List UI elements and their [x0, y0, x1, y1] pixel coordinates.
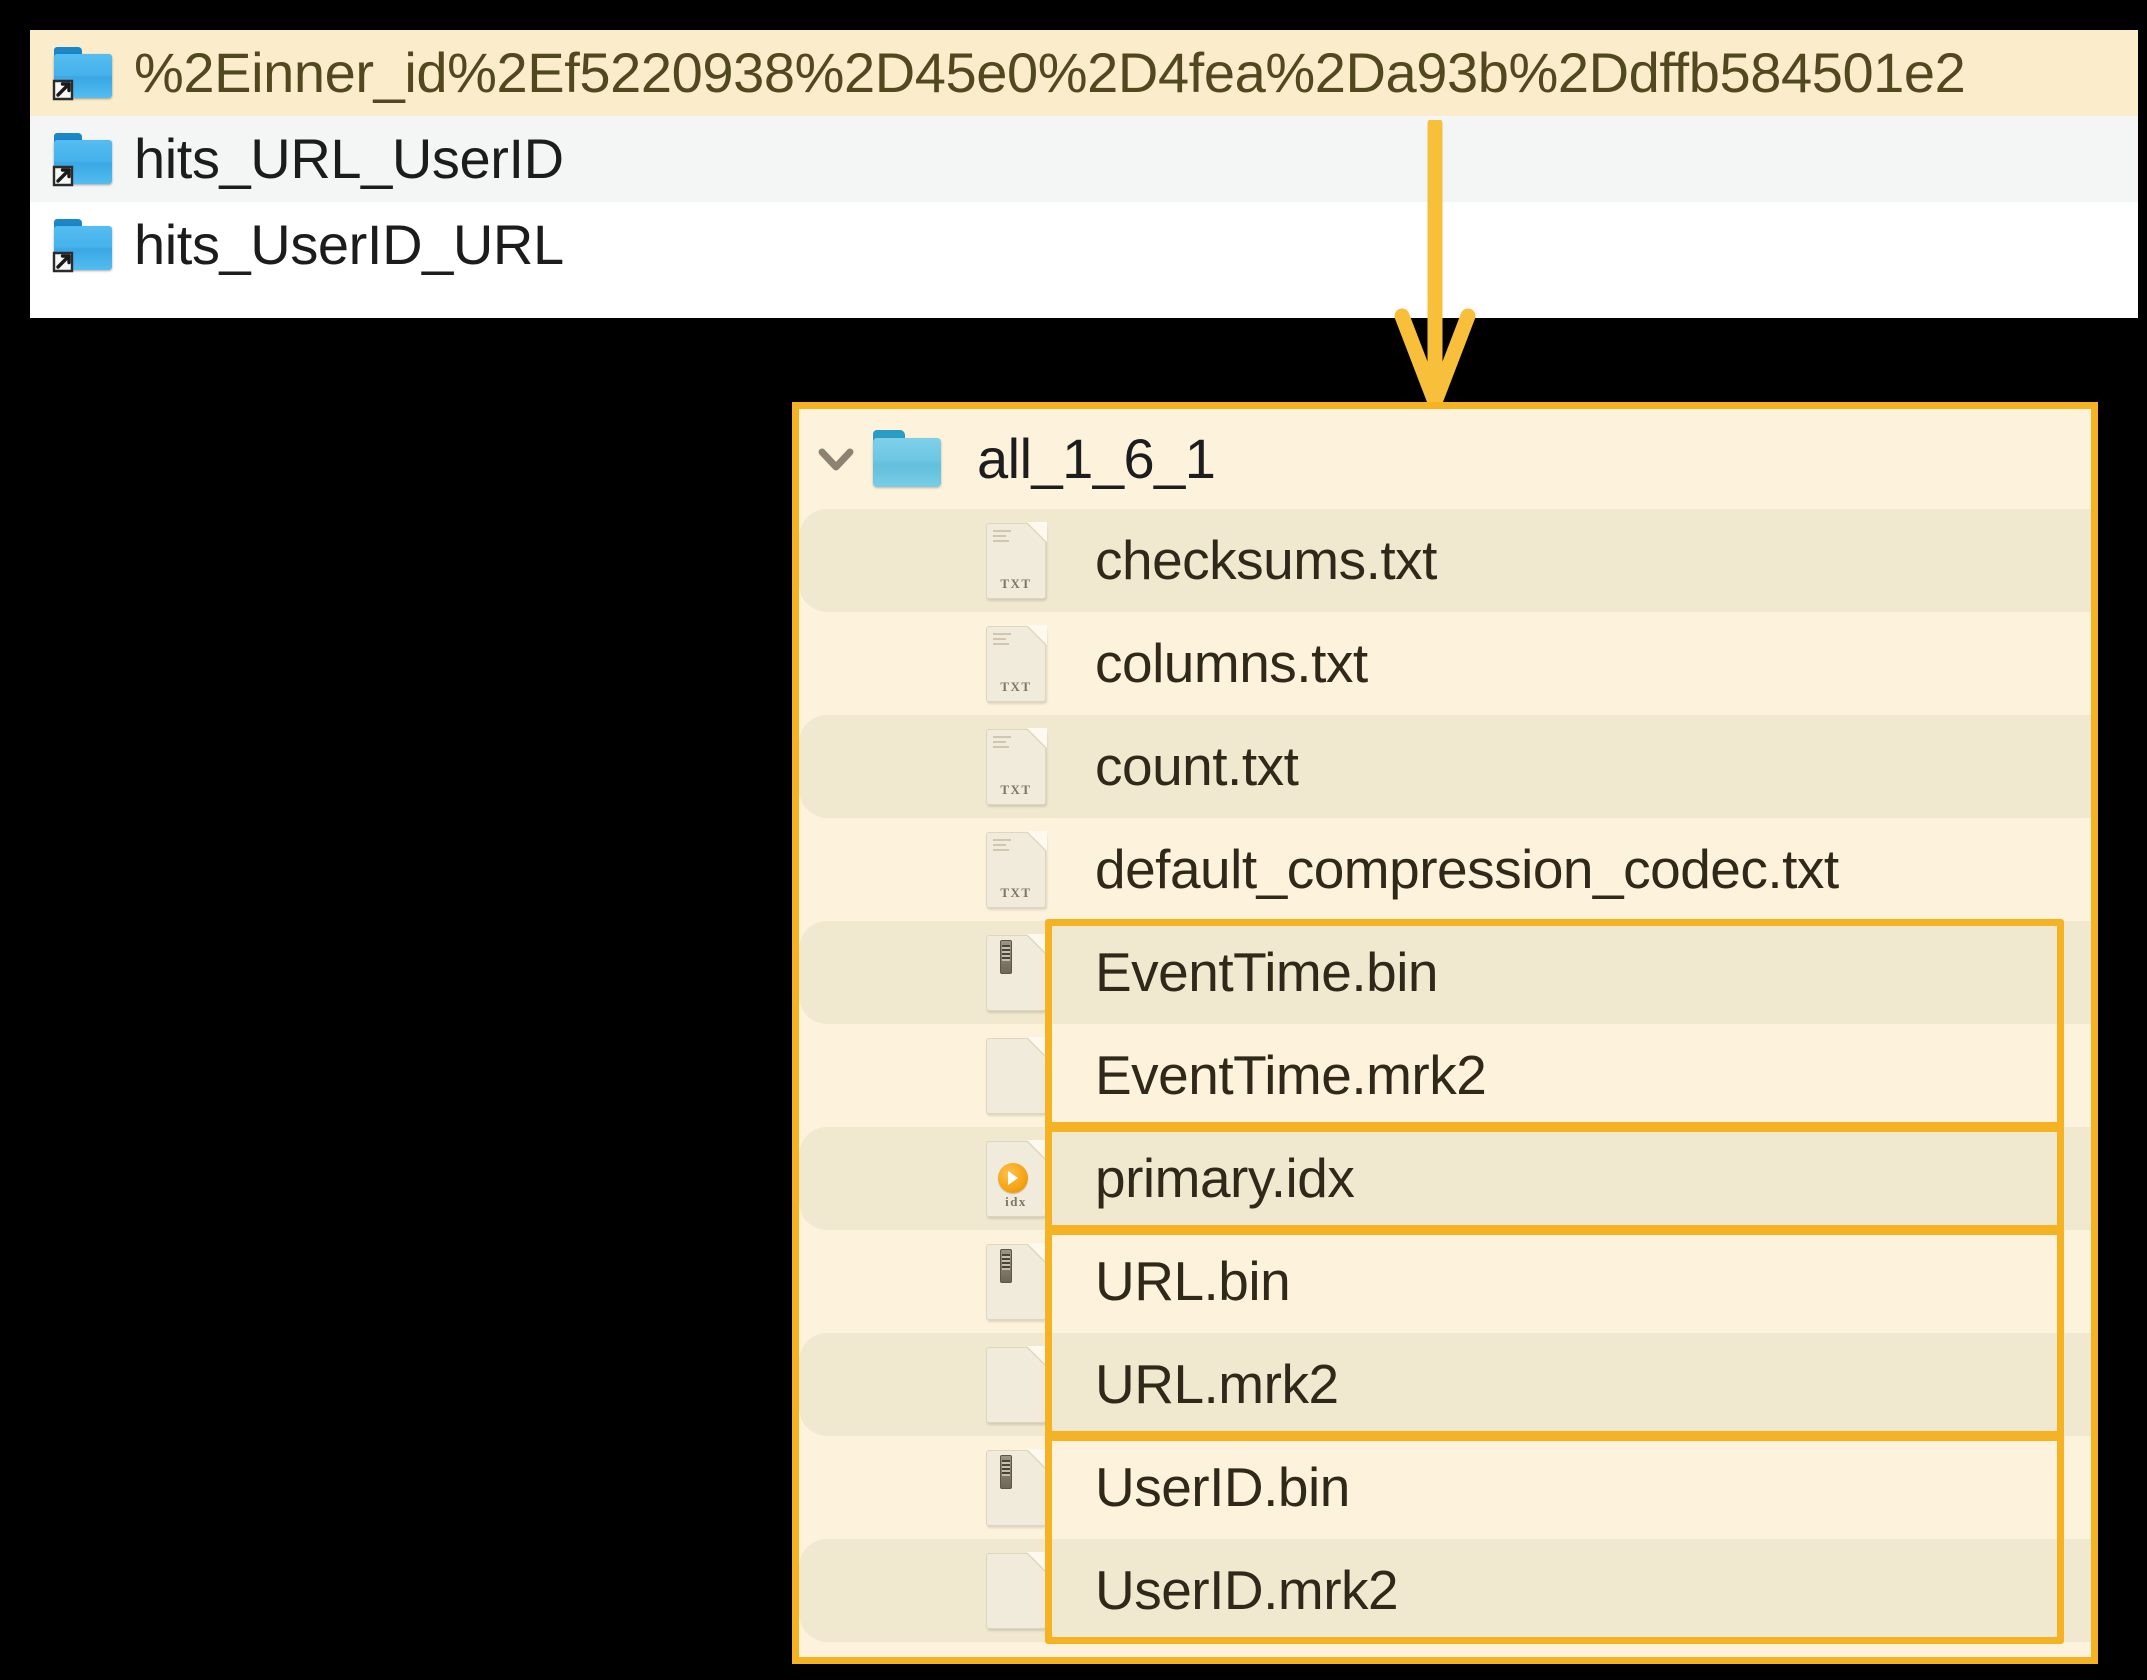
file-icon-wrap	[979, 1242, 1053, 1320]
file-name-label: URL.mrk2	[1095, 1353, 1339, 1415]
file-name-label: UserID.mrk2	[1095, 1559, 1399, 1621]
file-name-label: default_compression_codec.txt	[1095, 838, 1839, 900]
folder-symlink-icon	[52, 133, 114, 187]
file-name-label: EventTime.bin	[1095, 941, 1439, 1003]
bin-file-icon	[986, 933, 1047, 1011]
file-icon-wrap	[979, 1036, 1053, 1114]
plain-file-icon	[986, 1345, 1047, 1423]
bin-file-icon	[986, 1448, 1047, 1526]
file-icon-wrap	[979, 933, 1053, 1011]
file-row[interactable]: EventTime.mrk2	[799, 1024, 2091, 1127]
idx-file-icon: idx	[986, 1139, 1047, 1217]
file-row[interactable]: UserID.mrk2	[799, 1539, 2091, 1642]
symlink-list-item-label: hits_URL_UserID	[134, 127, 564, 190]
symlink-list-item[interactable]: %2Einner_id%2Ef5220938%2D45e0%2D4fea%2Da…	[30, 30, 2138, 116]
folder-symlink-icon	[52, 47, 114, 101]
symlink-list-item-label: hits_UserID_URL	[134, 213, 564, 276]
file-icon-wrap	[979, 1551, 1053, 1629]
symlink-list-item[interactable]: hits_URL_UserID	[30, 116, 2138, 202]
file-icon-wrap: TXT	[979, 830, 1053, 908]
txt-file-icon: TXT	[986, 521, 1047, 599]
folder-header-row[interactable]: all_1_6_1	[799, 409, 2091, 509]
file-row[interactable]: TXT count.txt	[799, 715, 2091, 818]
symlink-list-item[interactable]: hits_UserID_URL	[30, 202, 2138, 288]
txt-file-icon: TXT	[986, 624, 1047, 702]
file-name-label: columns.txt	[1095, 632, 1368, 694]
folder-name-label: all_1_6_1	[977, 427, 1216, 490]
txt-file-icon: TXT	[986, 830, 1047, 908]
file-name-label: EventTime.mrk2	[1095, 1044, 1487, 1106]
symlink-list-item-label: %2Einner_id%2Ef5220938%2D45e0%2D4fea%2Da…	[134, 41, 1966, 104]
file-icon-wrap	[979, 1448, 1053, 1526]
file-icon-wrap: idx	[979, 1139, 1053, 1217]
file-icon-wrap: TXT	[979, 624, 1053, 702]
file-row[interactable]: URL.bin	[799, 1230, 2091, 1333]
file-icon-wrap	[979, 1345, 1053, 1423]
panel-scrollbar[interactable]	[2075, 409, 2091, 1657]
file-name-label: count.txt	[1095, 735, 1299, 797]
bin-file-icon	[986, 1242, 1047, 1320]
file-name-label: checksums.txt	[1095, 529, 1437, 591]
file-row[interactable]: TXT columns.txt	[799, 612, 2091, 715]
folder-icon	[871, 430, 943, 488]
file-row[interactable]: TXT default_compression_codec.txt	[799, 818, 2091, 921]
file-row[interactable]: EventTime.bin	[799, 921, 2091, 1024]
file-row[interactable]: TXT checksums.txt	[799, 509, 2091, 612]
symlink-folder-list[interactable]: %2Einner_id%2Ef5220938%2D45e0%2D4fea%2Da…	[30, 30, 2138, 318]
file-row[interactable]: UserID.bin	[799, 1436, 2091, 1539]
file-icon-wrap: TXT	[979, 521, 1053, 599]
chevron-down-icon[interactable]	[809, 432, 863, 486]
plain-file-icon	[986, 1551, 1047, 1629]
file-row[interactable]: idx primary.idx	[799, 1127, 2091, 1230]
file-icon-wrap: TXT	[979, 727, 1053, 805]
plain-file-icon	[986, 1036, 1047, 1114]
folder-symlink-icon	[52, 219, 114, 273]
file-name-label: UserID.bin	[1095, 1456, 1350, 1518]
file-name-label: primary.idx	[1095, 1147, 1355, 1209]
file-name-label: URL.bin	[1095, 1250, 1291, 1312]
txt-file-icon: TXT	[986, 727, 1047, 805]
file-row[interactable]: URL.mrk2	[799, 1333, 2091, 1436]
